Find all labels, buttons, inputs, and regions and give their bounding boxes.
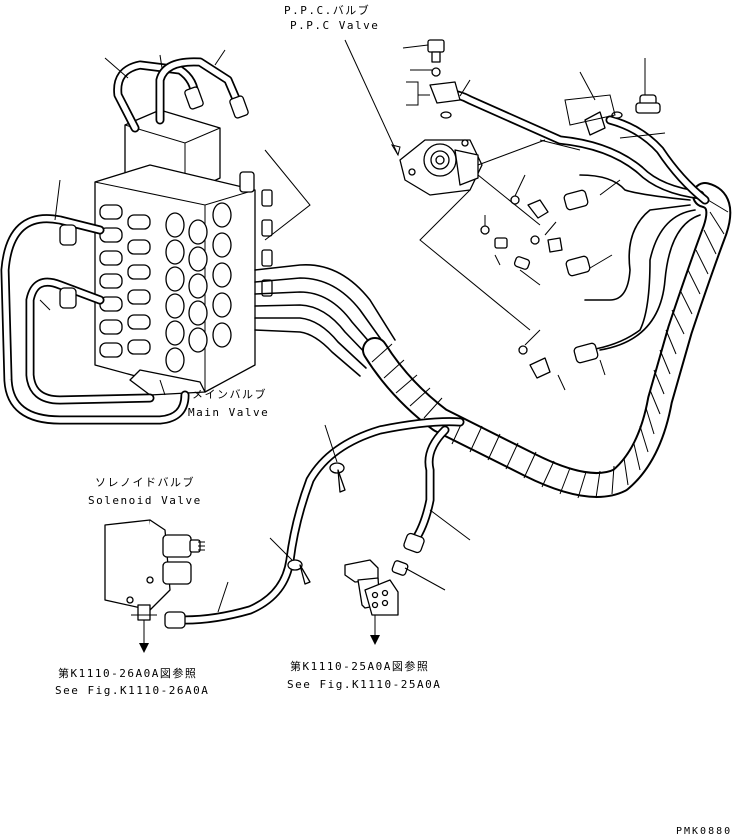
solenoid-valve-label-en: Solenoid Valve [88, 494, 202, 507]
ppc-valve-label-en: P.P.C Valve [290, 19, 379, 32]
lower-hoses [164, 417, 471, 629]
main-valve-loop-hoses [0, 214, 190, 425]
ppc-valve [399, 139, 483, 196]
leader-lines-left [39, 49, 311, 396]
ppc-fittings [427, 39, 661, 136]
ref2-label-jp: 第K1110-25A0A図参照 [290, 659, 429, 673]
wrap-ribs [371, 199, 729, 499]
labels: P.P.C.バルブ P.P.C Valve メインバルブ Main Valve … [55, 3, 732, 837]
pilot-hose-bundle [254, 264, 396, 377]
main-valve-label-jp: メインバルブ [192, 387, 267, 401]
ppc-valve-label-jp: P.P.C.バルブ [284, 3, 370, 17]
bracket [344, 559, 399, 645]
small-fittings [480, 195, 563, 379]
solenoid-valve [104, 519, 205, 653]
valve-sections [99, 204, 151, 358]
main-valve-label-en: Main Valve [188, 406, 269, 419]
drawing-code: PMK0880 [676, 826, 732, 837]
ref1-label-en: See Fig.K1110-26A0A [55, 684, 209, 697]
main-valve-top-hoses [113, 57, 249, 133]
solenoid-valve-label-jp: ソレノイドバルブ [95, 475, 195, 489]
main-valve [94, 109, 273, 396]
valve-ports [165, 202, 232, 373]
ref2-label-en: See Fig.K1110-25A0A [287, 678, 441, 691]
ref1-label-jp: 第K1110-26A0A図参照 [58, 666, 197, 680]
leader-lines [344, 39, 666, 391]
